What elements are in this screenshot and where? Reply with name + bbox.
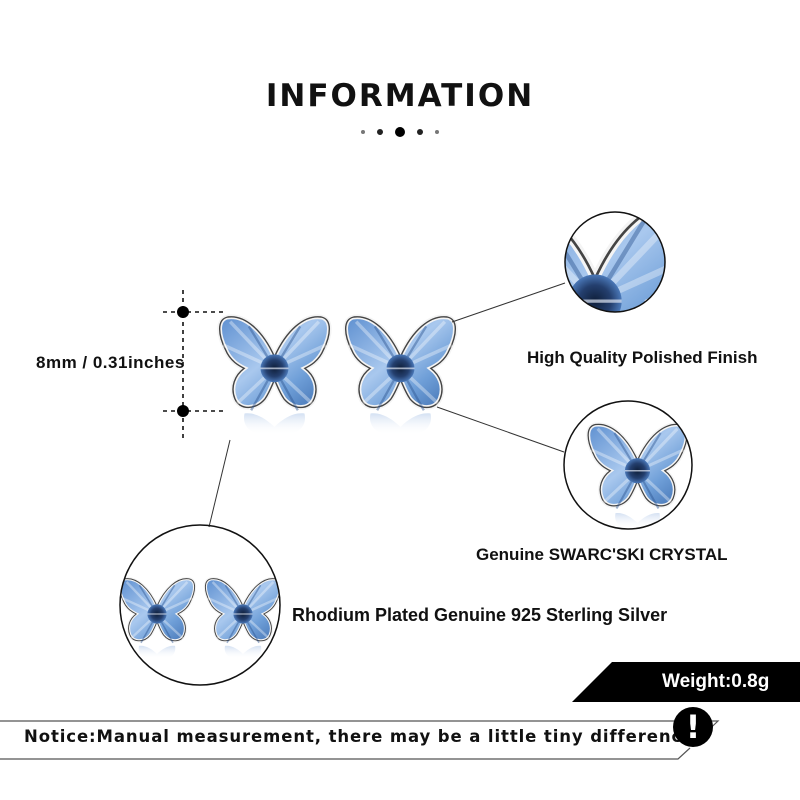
dimension-markers — [163, 290, 225, 440]
alert-icon: ! — [673, 707, 713, 747]
weight-badge-bg — [572, 662, 800, 702]
page-title: INFORMATION — [265, 78, 535, 114]
weight-label: Weight:0.8g — [662, 671, 770, 692]
pager-dot — [361, 130, 365, 134]
pager-dot-active — [395, 127, 405, 137]
notice-text: Notice:Manual measurement, there may be … — [24, 727, 702, 746]
pager-dot — [435, 130, 439, 134]
weight-badge: Weight:0.8g — [572, 662, 800, 702]
pager-dot — [377, 129, 383, 135]
pager-dots — [0, 127, 800, 137]
pager-dot — [417, 129, 423, 135]
feature-label-polish: High Quality Polished Finish — [527, 348, 758, 367]
feature-label-silver: Rhodium Plated Genuine 925 Sterling Silv… — [292, 605, 668, 625]
dimension-label: 8mm / 0.31inches — [36, 353, 185, 372]
feature-label-crystal: Genuine SWARCʹSKI CRYSTAL — [476, 545, 728, 564]
